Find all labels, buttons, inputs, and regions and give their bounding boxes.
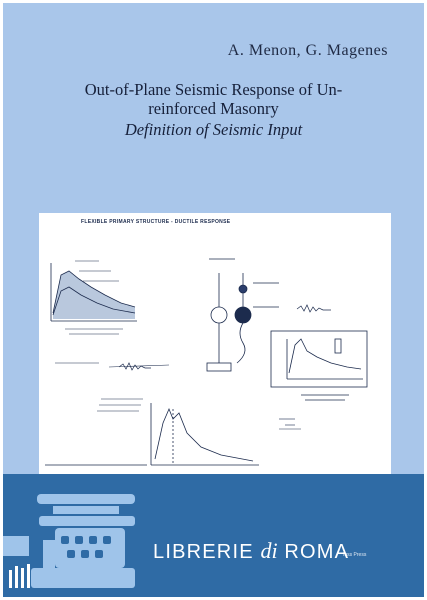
book-title-line-1: Out-of-Plane Seismic Response of Un- (84, 80, 343, 99)
watermark-brand-end: ROMA (284, 541, 350, 563)
book-subtitle: Definition of Seismic Input (124, 120, 303, 139)
cover-figure-graphics (45, 258, 368, 466)
spectrum-plot-left (50, 263, 137, 322)
accelerogram-left (118, 362, 151, 371)
book-title: Out-of-Plane Seismic Response of Un- rei… (3, 80, 424, 118)
floor-spectrum-plot (45, 403, 259, 466)
typewriter-logo-icon (3, 494, 135, 588)
watermark-brand: LIBRERIE di ROMA (153, 538, 349, 564)
oscillator-diagram (206, 258, 279, 372)
publisher-name: Iuss Press (343, 552, 367, 558)
watermark-brand-main: LIBRERIE (153, 541, 254, 563)
cover-figure (39, 213, 391, 478)
spectrum-plot-right (270, 330, 368, 401)
accelerogram-right (296, 304, 331, 313)
book-title-line-2: reinforced Masonry (148, 99, 279, 118)
figure-heading: FLEXIBLE PRIMARY STRUCTURE - DUCTILE RES… (81, 219, 231, 225)
floor-spectrum-labels (97, 398, 301, 430)
watermark-brand-di: di (260, 538, 278, 563)
book-authors: A. Menon, G. Magenes (227, 42, 388, 59)
